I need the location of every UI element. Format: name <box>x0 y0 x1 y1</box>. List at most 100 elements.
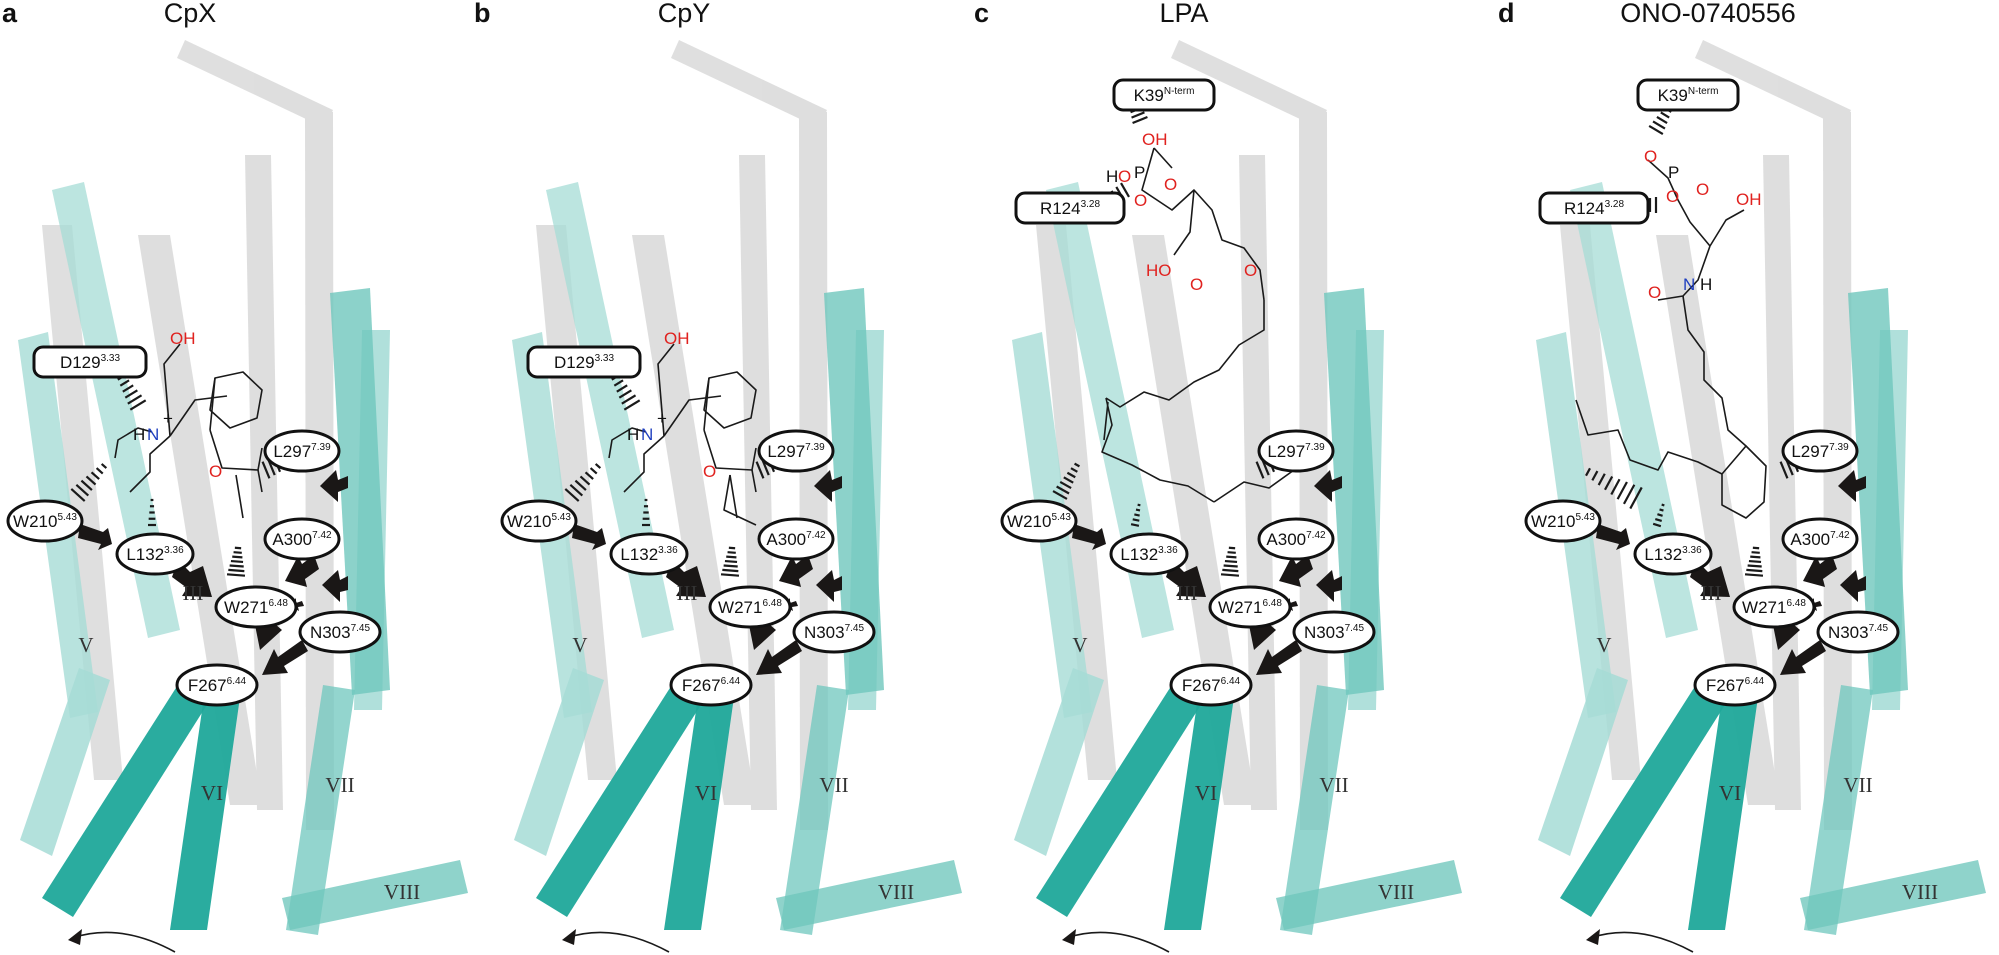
residue-w210: W2105.43 <box>6 499 84 543</box>
methyl-3 <box>235 474 244 519</box>
helix-label-v: V <box>78 633 93 657</box>
helix-label-v: V <box>1072 633 1087 657</box>
hashed-w271 <box>1744 546 1764 577</box>
atom-o3: O <box>1696 180 1709 199</box>
hashed-w210 <box>564 463 602 502</box>
residue-a300-label: A3007.42 <box>1266 530 1326 549</box>
residue-w210: W2105.43 <box>1000 499 1078 543</box>
hashed-w271 <box>226 546 246 577</box>
panel-title: CpX <box>164 0 217 28</box>
residue-a300: A3007.42 <box>1781 517 1859 561</box>
residue-l132-label: L1323.36 <box>126 545 184 564</box>
helix-label-v: V <box>572 633 587 657</box>
residue-l132: L1323.36 <box>609 532 689 576</box>
helix-label-viii: VIII <box>878 880 914 904</box>
residue-w210-label: W2105.43 <box>1007 512 1071 531</box>
helix-label-viii: VIII <box>1902 880 1938 904</box>
residue-top1: K39N-term <box>1636 78 1740 112</box>
acyl-chain-1 <box>1105 300 1265 408</box>
residue-top1-label: K39N-term <box>1134 86 1195 105</box>
atom-o4: O <box>1648 283 1661 302</box>
residue-w271-label: W2716.48 <box>718 598 782 617</box>
helix-label-vi: VI <box>201 781 223 805</box>
double-bond <box>1103 401 1109 441</box>
panel-a-helices <box>17 39 469 953</box>
residue-l297: L2977.39 <box>757 429 835 473</box>
residue-a300: A3007.42 <box>263 517 341 561</box>
residue-top1-label: D1293.33 <box>554 353 615 372</box>
panel-letter: c <box>974 0 989 28</box>
panel-letter: a <box>2 0 18 28</box>
residue-l297-label: L2977.39 <box>1791 442 1849 461</box>
tail-chain <box>1575 399 1723 475</box>
helix-label-viii: VIII <box>384 880 420 904</box>
atom-oh: OH <box>664 329 690 348</box>
residue-top1: D1293.33 <box>526 345 642 379</box>
panel-title: CpY <box>658 0 711 28</box>
panel-title: LPA <box>1159 0 1208 28</box>
bond-to-ring <box>169 395 228 437</box>
atom-n: N <box>641 425 653 444</box>
hashed-d129 <box>114 369 147 411</box>
residue-w271-label: W2716.48 <box>224 598 288 617</box>
atom-h: H <box>1106 167 1118 186</box>
residue-w271-label: W2716.48 <box>1742 598 1806 617</box>
atom-o3: O <box>1164 175 1177 194</box>
chain-ethyl-1 <box>623 435 665 493</box>
amide-link <box>1657 245 1711 301</box>
helix-label-iii: III <box>1177 581 1198 605</box>
hashed-w271 <box>1220 546 1240 577</box>
panel-b-helices <box>511 39 963 953</box>
bond-to-ring <box>663 395 722 437</box>
helix-label-vii: VII <box>1319 773 1348 797</box>
residue-l132-label: L1323.36 <box>620 545 678 564</box>
helix-label-vii: VII <box>325 773 354 797</box>
residue-a300-label: A3007.42 <box>766 530 826 549</box>
atom-oh: OH <box>170 329 196 348</box>
residue-f267-label: F2676.44 <box>1706 676 1765 695</box>
residue-a300: A3007.42 <box>1257 517 1335 561</box>
chain-glycerol <box>1141 147 1265 301</box>
residue-f267: F2676.44 <box>1693 663 1777 707</box>
residue-f267: F2676.44 <box>1169 663 1253 707</box>
helix-label-vi: VI <box>695 781 717 805</box>
furan <box>703 429 757 471</box>
atom-o: O <box>1644 147 1657 166</box>
residue-n303-label: N3037.45 <box>310 623 371 642</box>
residue-top2-label: R1243.28 <box>1040 199 1101 218</box>
atom-o2: O <box>1666 187 1679 206</box>
furan-left <box>209 377 216 431</box>
residue-w210: W2105.43 <box>1524 499 1602 543</box>
hashed-l132 <box>1130 503 1141 527</box>
benzene-ring <box>209 371 263 429</box>
atom-p: P <box>1134 163 1145 182</box>
chain-ethyl-1 <box>129 435 171 493</box>
atom-o: O <box>1118 167 1131 186</box>
hashed-w271 <box>720 546 740 577</box>
residue-w210-label: W2105.43 <box>13 512 77 531</box>
residue-n303-label: N3037.45 <box>1828 623 1889 642</box>
residue-w210-label: W2105.43 <box>507 512 571 531</box>
residue-f267-label: F2676.44 <box>1182 676 1241 695</box>
residue-f267: F2676.44 <box>175 663 259 707</box>
panel-c-helices <box>1011 39 1463 953</box>
residue-l132: L1323.36 <box>115 532 195 576</box>
panel-letter: d <box>1498 0 1515 28</box>
chain-ethyl-2 <box>608 427 647 459</box>
p-o-bond <box>1153 147 1173 169</box>
residue-f267-label: F2676.44 <box>188 676 247 695</box>
residue-n303-label: N3037.45 <box>804 623 865 642</box>
residue-w271: W2716.48 <box>708 585 792 629</box>
residue-l297: L2977.39 <box>1781 429 1859 473</box>
residue-l297-label: L2977.39 <box>273 442 331 461</box>
hydroxymethyl-c <box>1173 189 1195 256</box>
atom-n: N <box>147 425 159 444</box>
residue-n303: N3037.45 <box>792 610 876 654</box>
helix-label-v: V <box>1596 633 1611 657</box>
methyl-2 <box>751 469 757 493</box>
residue-a300: A3007.42 <box>757 517 835 561</box>
residue-top1-label: K39N-term <box>1658 86 1719 105</box>
residue-top1-label: D1293.33 <box>60 353 121 372</box>
atom-o2: O <box>1134 191 1147 210</box>
